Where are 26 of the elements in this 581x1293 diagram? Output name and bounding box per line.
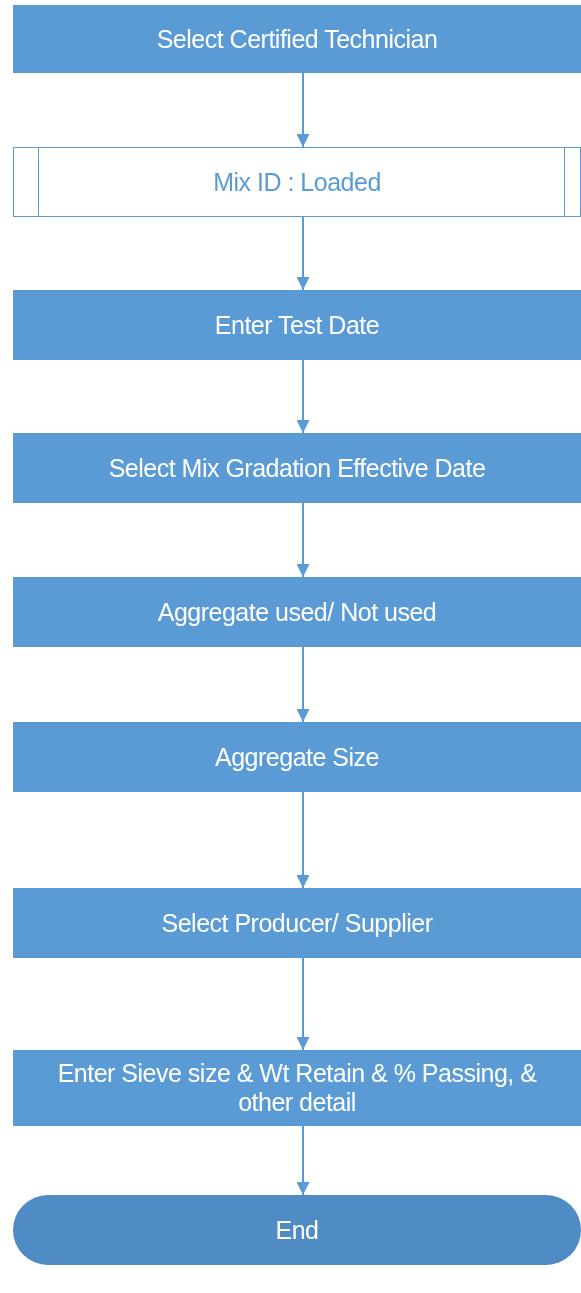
step-label: Mix ID : Loaded	[213, 167, 381, 197]
process-box	[13, 5, 581, 73]
process-box	[13, 722, 581, 792]
arrow	[296, 216, 310, 291]
arrow	[296, 957, 310, 1051]
arrow	[296, 646, 310, 723]
process-box	[13, 577, 581, 647]
step-label: Select Producer/ Supplier	[161, 908, 433, 938]
step-label: End	[275, 1215, 319, 1245]
process-box	[13, 1050, 581, 1126]
step-label: Select Mix Gradation Effective Date	[108, 453, 486, 483]
process-box	[13, 433, 581, 503]
step-label: Enter Test Date	[214, 310, 380, 340]
arrow	[296, 502, 310, 578]
step-label: Enter Sieve size & Wt Retain & % Passing, & other detail	[56, 1059, 538, 1117]
step-label: Aggregate used/ Not used	[157, 597, 437, 627]
terminal-box	[13, 1195, 581, 1265]
arrow	[296, 791, 310, 889]
predefined-process-box	[13, 147, 581, 217]
arrow	[296, 72, 310, 148]
process-box	[13, 290, 581, 360]
step-label: Select Certified Technician	[156, 24, 438, 54]
process-box	[13, 888, 581, 958]
arrow	[296, 359, 310, 434]
arrow	[296, 1125, 310, 1196]
step-label: Aggregate Size	[215, 742, 379, 772]
